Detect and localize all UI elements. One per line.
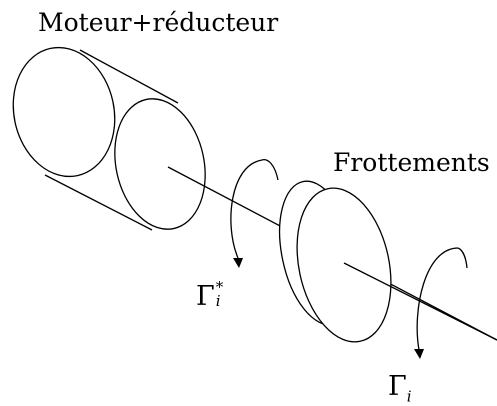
torque-arrow-motor bbox=[230, 159, 263, 259]
motor-top-edge bbox=[79, 49, 179, 104]
shaft-through-disk bbox=[343, 262, 497, 341]
gamma-star-symbol: Γ bbox=[196, 281, 215, 312]
torque-motor-label: Γ*i bbox=[196, 278, 224, 312]
motor-front-face bbox=[114, 98, 206, 230]
gamma-star-superscript: * bbox=[215, 278, 224, 296]
motor-back-face bbox=[12, 46, 116, 178]
torque-arrow-friction-tail bbox=[457, 247, 468, 269]
arrowhead-friction bbox=[414, 349, 424, 359]
gamma-symbol: Γ bbox=[388, 371, 407, 402]
friction-disk-front bbox=[296, 187, 392, 343]
arrowhead-motor bbox=[233, 258, 243, 268]
motor-bottom-edge bbox=[44, 174, 153, 231]
motor-reducer-label: Moteur+réducteur bbox=[38, 8, 279, 37]
torque-arrow-friction bbox=[416, 247, 459, 351]
gamma-subscript: i bbox=[406, 387, 412, 406]
torque-arrow-motor-tail bbox=[261, 159, 279, 181]
friction-label: Frottements bbox=[333, 148, 490, 177]
torque-friction-label: Γi bbox=[388, 373, 412, 404]
gamma-star-subscript: i bbox=[215, 292, 221, 310]
